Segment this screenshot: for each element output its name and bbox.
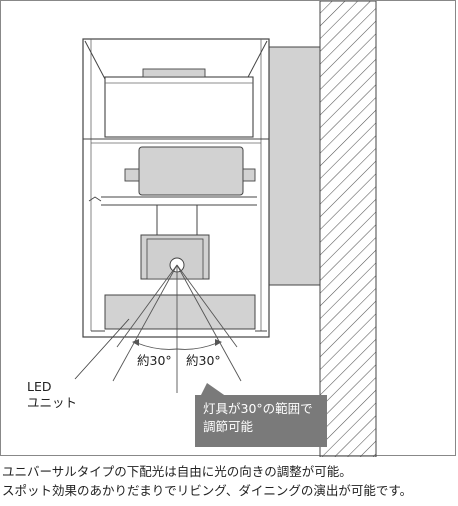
lens-panel [104, 294, 256, 330]
adjustment-callout: 灯具が30°の範囲で 調節可能 [195, 395, 327, 447]
power-unit [138, 146, 244, 196]
callout-line1: 灯具が30°の範囲で [203, 401, 313, 416]
led-unit-label-line2: ユニット [27, 395, 78, 410]
upper-reflector [104, 76, 254, 138]
angle-right-label: 約30° [186, 353, 221, 368]
beam-lines [112, 264, 242, 393]
led-unit-label-line1: LED [27, 379, 52, 394]
caption-line1: ユニバーサルタイプの下配光は自由に光の向きの調整が可能。 [2, 464, 352, 479]
caption-line2: スポット効果のあかりだまりでリビング、ダイニングの演出が可能です。 [2, 483, 413, 498]
wall-hatched [319, 1, 377, 457]
led-leader-line [74, 318, 130, 380]
callout-line2: 調節可能 [203, 419, 254, 434]
fixture-illustration [74, 1, 377, 457]
fixture-diagram: 約30° 約30° LED ユニット 灯具が30°の範囲で 調節可能 [0, 0, 456, 457]
angle-arcs [136, 342, 218, 350]
mounting-plate [268, 46, 321, 286]
stem [156, 204, 198, 238]
angle-left-label: 約30° [137, 353, 172, 368]
